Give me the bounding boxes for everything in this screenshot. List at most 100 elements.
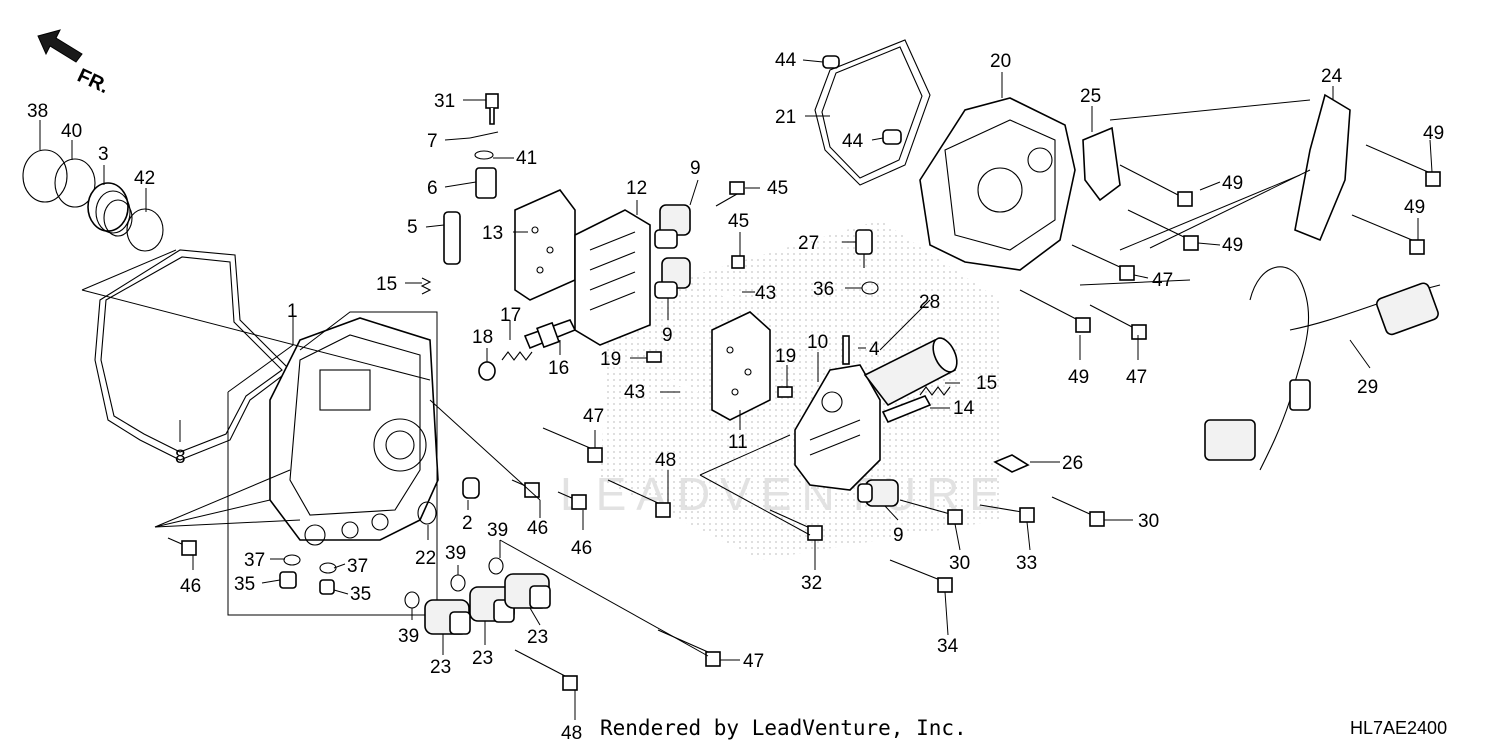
callout-37: 37 bbox=[347, 556, 368, 577]
callout-12: 12 bbox=[626, 178, 647, 199]
callout-20: 20 bbox=[990, 51, 1011, 72]
pin-43a bbox=[709, 288, 741, 302]
callout-7: 7 bbox=[427, 131, 438, 152]
callout-45: 45 bbox=[728, 211, 749, 232]
filter-19a bbox=[646, 351, 662, 363]
switch-23c bbox=[504, 573, 551, 609]
callout-47: 47 bbox=[1126, 367, 1147, 388]
callout-23: 23 bbox=[430, 657, 451, 678]
callout-10: 10 bbox=[807, 332, 828, 353]
callout-47: 47 bbox=[1152, 270, 1173, 291]
callout-47: 47 bbox=[743, 651, 764, 672]
callout-19: 19 bbox=[775, 346, 796, 367]
callout-26: 26 bbox=[1062, 453, 1083, 474]
gasket-21 bbox=[814, 39, 931, 186]
valve-body-10 bbox=[794, 364, 881, 491]
filter-28 bbox=[863, 337, 958, 407]
callout-13: 13 bbox=[482, 223, 503, 244]
leader-lines bbox=[39, 59, 1433, 720]
callout-9: 9 bbox=[690, 158, 701, 179]
callout-8: 8 bbox=[175, 447, 186, 468]
callout-40: 40 bbox=[61, 121, 82, 142]
callout-3: 3 bbox=[98, 144, 109, 165]
switch-23a bbox=[424, 599, 471, 635]
callout-numbers: 38 40 3 42 8 1 31 7 41 6 5 15 13 12 9 45… bbox=[27, 50, 1444, 744]
callout-29: 29 bbox=[1357, 377, 1378, 398]
callout-49: 49 bbox=[1068, 367, 1089, 388]
solenoid-9b bbox=[654, 257, 691, 299]
solenoid-9a bbox=[654, 204, 691, 249]
housing-20 bbox=[919, 97, 1076, 271]
washer-39c bbox=[488, 557, 504, 575]
diagram-code: HL7AE2400 bbox=[1350, 718, 1448, 738]
switch-23b bbox=[469, 586, 515, 623]
callout-15: 15 bbox=[976, 373, 997, 394]
o-ring-41 bbox=[474, 150, 494, 160]
callout-46: 46 bbox=[527, 518, 548, 539]
bracket-24 bbox=[1294, 93, 1351, 242]
dowel-44b bbox=[882, 129, 902, 145]
callout-4: 4 bbox=[869, 339, 880, 360]
bracket-26 bbox=[993, 454, 1030, 473]
pin-4 bbox=[842, 335, 850, 365]
dowel-44a bbox=[822, 55, 840, 69]
valve-14 bbox=[881, 395, 932, 424]
callout-18: 18 bbox=[472, 327, 493, 348]
front-arrow-icon: FR. bbox=[37, 29, 112, 98]
callout-22: 22 bbox=[415, 548, 436, 569]
bolts bbox=[167, 144, 1441, 691]
svg-text:LEADVENTURE: LEADVENTURE bbox=[560, 468, 1010, 520]
callout-46: 46 bbox=[571, 538, 592, 559]
plate-13 bbox=[514, 189, 576, 301]
callout-9: 9 bbox=[662, 325, 673, 346]
callout-39: 39 bbox=[398, 626, 419, 647]
callout-38: 38 bbox=[27, 101, 48, 122]
callout-43: 43 bbox=[755, 283, 776, 304]
washer-37b bbox=[319, 562, 337, 574]
callout-16: 16 bbox=[548, 358, 569, 379]
callout-30: 30 bbox=[949, 553, 970, 574]
callout-48: 48 bbox=[655, 450, 676, 471]
cover-1 bbox=[269, 317, 439, 546]
callout-33: 33 bbox=[1016, 553, 1037, 574]
callout-1: 1 bbox=[287, 301, 298, 322]
bolt-45a bbox=[715, 181, 745, 207]
harness-29 bbox=[1204, 266, 1441, 471]
callout-25: 25 bbox=[1080, 86, 1101, 107]
callout-39: 39 bbox=[445, 543, 466, 564]
callout-19: 19 bbox=[600, 349, 621, 370]
callout-23: 23 bbox=[527, 627, 548, 648]
callout-41: 41 bbox=[516, 148, 537, 169]
callout-35: 35 bbox=[350, 584, 371, 605]
solenoid-9c bbox=[857, 479, 899, 507]
callout-21: 21 bbox=[775, 107, 796, 128]
callout-45: 45 bbox=[767, 178, 788, 199]
callout-34: 34 bbox=[937, 636, 959, 657]
callout-15: 15 bbox=[376, 274, 397, 295]
callout-27: 27 bbox=[798, 233, 819, 254]
plate-11 bbox=[711, 311, 771, 421]
callout-46: 46 bbox=[180, 576, 201, 597]
o-ring-42 bbox=[126, 208, 164, 252]
plug-35a bbox=[279, 571, 297, 589]
spring-15a bbox=[420, 277, 432, 295]
callout-24: 24 bbox=[1321, 66, 1343, 87]
washer-22 bbox=[417, 501, 437, 525]
spring-17 bbox=[501, 351, 533, 361]
callout-49: 49 bbox=[1404, 197, 1425, 218]
o-ring-40 bbox=[54, 158, 96, 208]
callout-30: 30 bbox=[1138, 511, 1159, 532]
callout-49: 49 bbox=[1222, 235, 1243, 256]
callout-32: 32 bbox=[801, 573, 822, 594]
callout-23: 23 bbox=[472, 648, 493, 669]
plug-18 bbox=[478, 361, 496, 381]
valve-16 bbox=[523, 319, 577, 350]
washer-39a bbox=[404, 591, 420, 609]
credit-text: Rendered by LeadVenture, Inc. bbox=[600, 716, 967, 740]
washer-39b bbox=[450, 574, 466, 592]
callout-31: 31 bbox=[434, 91, 455, 112]
gasket-8 bbox=[94, 249, 291, 461]
callout-44: 44 bbox=[775, 50, 797, 71]
snap-ring bbox=[22, 149, 68, 203]
